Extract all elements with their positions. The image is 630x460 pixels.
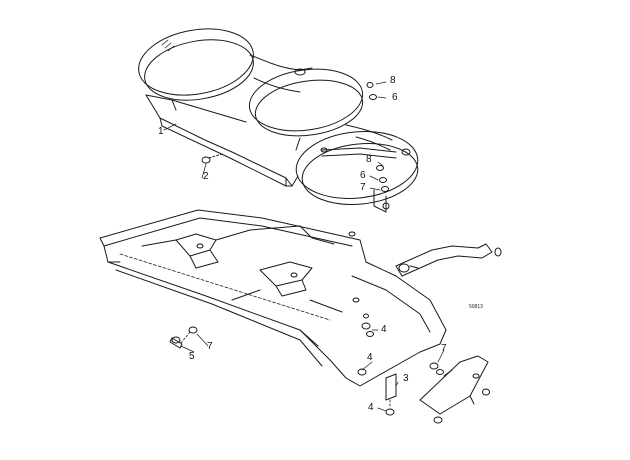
nut-icon [376,165,384,171]
washer-icon [381,186,389,192]
callout-7-left: 7 [207,341,213,352]
bolt-icon [385,408,395,416]
nut-icon [433,416,443,424]
lower-bracket-plate [419,355,489,415]
lower-fasteners [169,322,490,424]
bolt-icon [201,156,211,164]
panel-carrier-frame [99,209,447,387]
side-bracket [395,243,502,277]
callout-2: 2 [203,171,209,182]
callout-7-right: 7 [441,343,447,354]
callout-4-lower: 4 [367,352,373,363]
washer-icon [436,369,444,375]
callout-5: 5 [189,351,195,362]
washer-icon [379,177,387,183]
nut-icon [482,388,490,396]
washer-icon [366,331,374,337]
screw-icon [366,82,374,88]
callout-4-right: 4 [381,324,387,335]
nut-icon [361,322,371,330]
drawing-reference-code: 50813 [469,304,483,310]
instrument-cluster-housing [138,28,419,213]
callout-8-upper: 8 [390,75,396,86]
callout-8-middle: 8 [366,154,372,165]
callout-6-middle: 6 [360,170,366,181]
callout-4-bottom: 4 [368,402,374,413]
middle-gauge-ring [248,68,364,132]
nut-icon [429,362,439,370]
right-gauge-ring [295,131,419,199]
clip-bracket [385,373,397,401]
callout-1: 1 [158,126,164,137]
left-gauge-ring [138,28,254,96]
callout-7-middle: 7 [360,182,366,193]
washer-icon [369,94,377,100]
callout-3: 3 [403,373,409,384]
upper-fasteners [201,82,389,192]
washer-icon [188,326,198,334]
callout-6-upper: 6 [392,92,398,103]
leader-lines [163,81,445,412]
